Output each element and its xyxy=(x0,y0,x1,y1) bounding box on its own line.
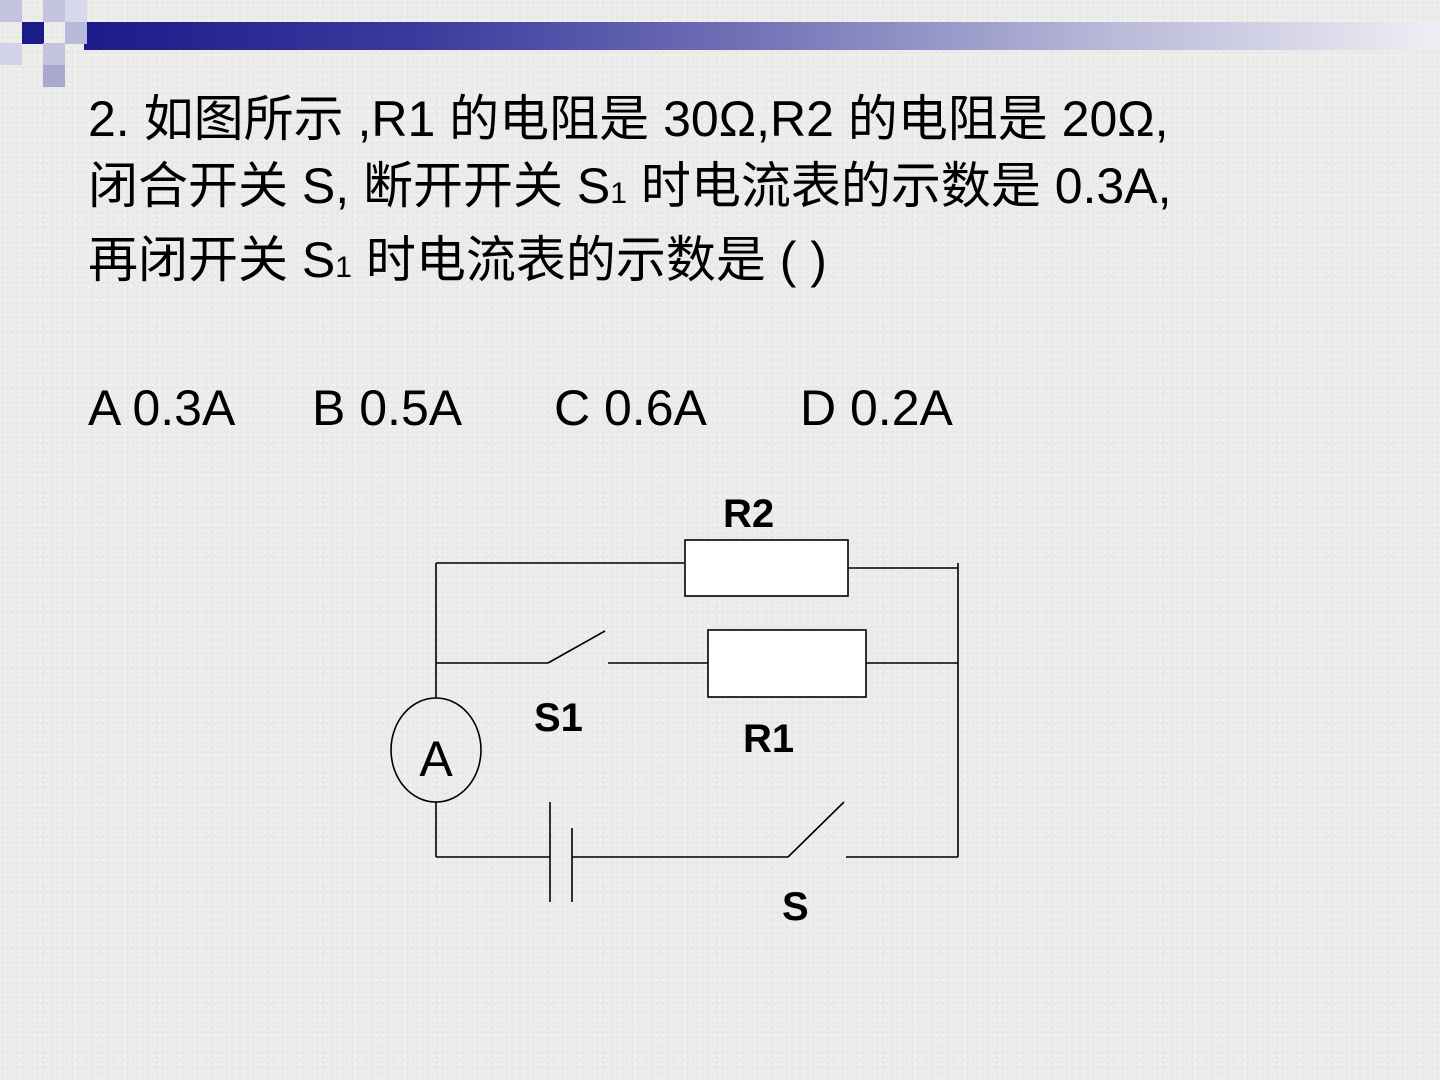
ammeter-circle xyxy=(390,697,482,803)
header-square-light xyxy=(0,0,22,22)
header-square-light xyxy=(43,43,65,65)
option-a: A 0.3A xyxy=(88,380,236,436)
header-square-light xyxy=(65,0,87,22)
question-line-2: 闭合开关 S, 断开开关 S1 时电流表的示数是 0.3A, xyxy=(88,153,1408,227)
question-line-3: 再闭开关 S1 时电流表的示数是 ( ) xyxy=(88,227,1408,301)
header-square-light xyxy=(43,65,65,87)
label-r1: R1 xyxy=(743,717,794,761)
header-square-light xyxy=(0,43,22,65)
header-square-light xyxy=(43,0,65,22)
question-line-2-part-b: 时电流表的示数是 0.3A, xyxy=(626,158,1172,214)
option-d: D 0.2A xyxy=(800,380,953,436)
resistor-r1 xyxy=(707,629,867,698)
question-line-2-subscript: 1 xyxy=(610,177,627,210)
switch-s1-blade xyxy=(547,630,606,664)
question-line-3-subscript: 1 xyxy=(335,251,352,284)
label-s1: S1 xyxy=(534,696,583,740)
question-line-3-part-a: 再闭开关 S xyxy=(88,232,336,288)
question-line-3-part-b: 时电流表的示数是 ( ) xyxy=(351,232,827,288)
header-square-dark xyxy=(22,22,44,44)
option-b: B 0.5A xyxy=(312,380,463,436)
question-text: 2. 如图所示 ,R1 的电阻是 30Ω,R2 的电阻是 20Ω, 闭合开关 S… xyxy=(88,86,1408,301)
switch-s-blade xyxy=(787,801,845,858)
label-s: S xyxy=(782,885,809,929)
header-square-light xyxy=(65,22,87,44)
label-r2: R2 xyxy=(723,492,774,536)
resistor-r2 xyxy=(684,539,849,597)
header-gradient-bar xyxy=(84,22,1440,50)
question-line-1: 2. 如图所示 ,R1 的电阻是 30Ω,R2 的电阻是 20Ω, xyxy=(88,91,1169,147)
option-c: C 0.6A xyxy=(554,380,707,436)
question-line-2-part-a: 闭合开关 S, 断开开关 S xyxy=(88,158,611,214)
label-ammeter: A xyxy=(419,731,453,787)
